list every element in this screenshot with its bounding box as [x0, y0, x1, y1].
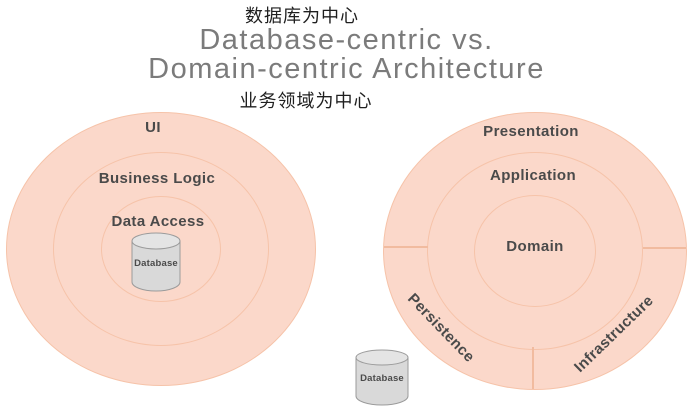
left-label-ui: UI — [145, 119, 161, 136]
right-ring-divider-left — [384, 246, 428, 248]
left-database-label: Database — [134, 258, 178, 269]
subtitle-database-centric-cn: 数据库为中心 — [245, 6, 359, 26]
left-label-data-access: Data Access — [111, 213, 205, 230]
left-label-business-logic: Business Logic — [98, 170, 216, 187]
page-title: Database-centric vs. Domain-centric Arch… — [0, 26, 693, 84]
right-ring-divider-right — [643, 247, 686, 249]
left-middle-ring — [53, 152, 269, 346]
right-label-presentation: Presentation — [483, 123, 579, 140]
right-middle-ring — [427, 152, 643, 350]
title-line-2: Domain-centric Architecture — [148, 53, 545, 85]
left-inner-ring — [101, 196, 221, 302]
right-label-application: Application — [489, 167, 577, 184]
right-label-domain: Domain — [506, 238, 564, 255]
right-inner-ring — [474, 195, 596, 307]
right-ring-divider-bottom — [532, 347, 534, 389]
subtitle-domain-centric-cn: 业务领域为中心 — [239, 91, 373, 111]
database-cylinder-icon: Database — [355, 349, 409, 406]
title-line-1: Database-centric vs. — [199, 24, 494, 56]
right-database-label: Database — [360, 373, 404, 384]
database-cylinder-icon: Database — [131, 232, 181, 292]
